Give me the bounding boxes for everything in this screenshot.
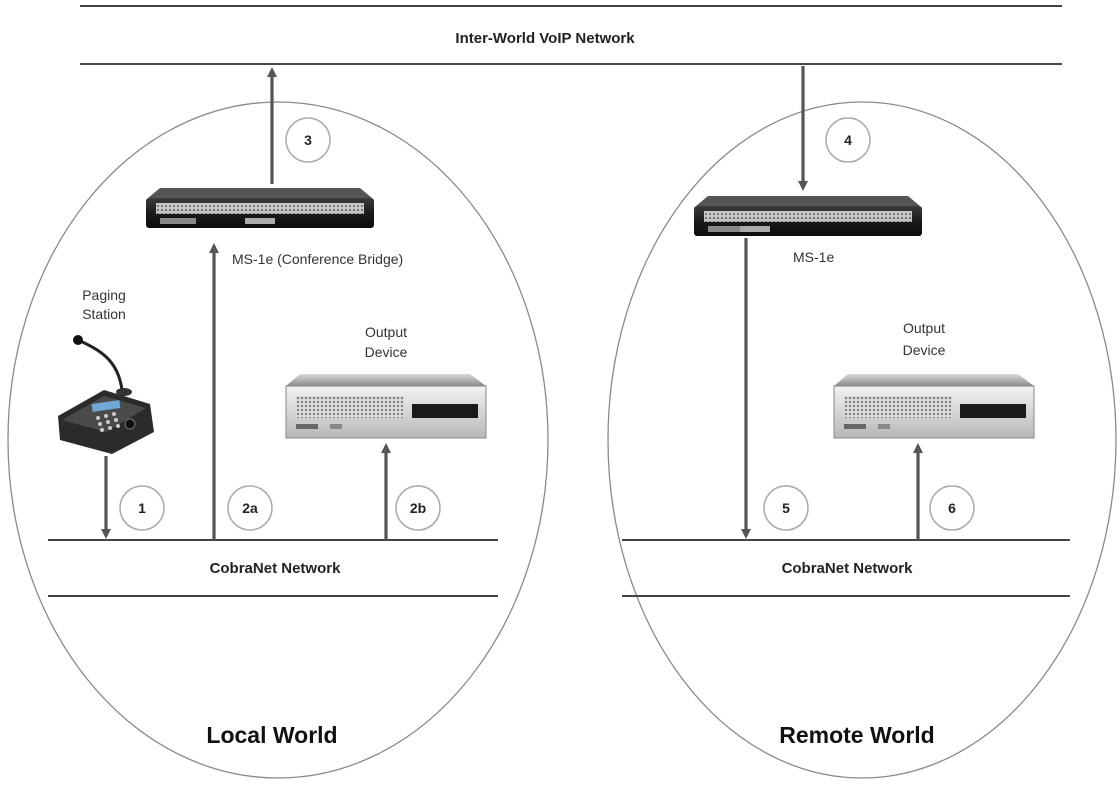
local-cobranet-label: CobraNet Network	[210, 560, 342, 577]
local-world-label: Local World	[206, 722, 337, 748]
step-badge-5: 5	[763, 485, 809, 531]
output-remote-label-line2: Device	[903, 342, 946, 358]
svg-text:5: 5	[782, 500, 790, 516]
remote-cobranet-label: CobraNet Network	[782, 560, 914, 577]
remote-world-boundary	[607, 101, 1117, 779]
paging-station-device	[58, 335, 154, 454]
step-badge-3: 3	[285, 117, 331, 163]
svg-text:1: 1	[138, 500, 146, 516]
ms1e-remote-label: MS-1e	[793, 249, 834, 265]
ms1e-local-device	[146, 188, 374, 228]
paging-station-label-line1: Paging	[82, 287, 126, 303]
output-remote-label-line1: Output	[903, 320, 945, 336]
local-world-boundary	[7, 101, 549, 779]
svg-text:4: 4	[844, 132, 852, 148]
step-badge-1: 1	[119, 485, 165, 531]
ms1e-local-label: MS-1e (Conference Bridge)	[232, 251, 403, 267]
svg-text:6: 6	[948, 500, 956, 516]
svg-text:2a: 2a	[242, 500, 258, 516]
output-device-remote	[833, 374, 1035, 439]
voip-network-label: Inter-World VoIP Network	[455, 30, 635, 47]
paging-station-label-line2: Station	[82, 306, 126, 322]
step-badge-2a: 2a	[227, 485, 273, 531]
remote-world-label: Remote World	[779, 722, 934, 748]
svg-text:3: 3	[304, 132, 312, 148]
output-local-label-line2: Device	[365, 344, 408, 360]
output-local-label-line1: Output	[365, 324, 407, 340]
step-badge-2b: 2b	[395, 485, 441, 531]
step-badge-6: 6	[929, 485, 975, 531]
ms1e-remote-device	[694, 196, 922, 236]
output-device-local	[285, 374, 487, 439]
step-badge-4: 4	[825, 117, 871, 163]
svg-text:2b: 2b	[410, 500, 426, 516]
